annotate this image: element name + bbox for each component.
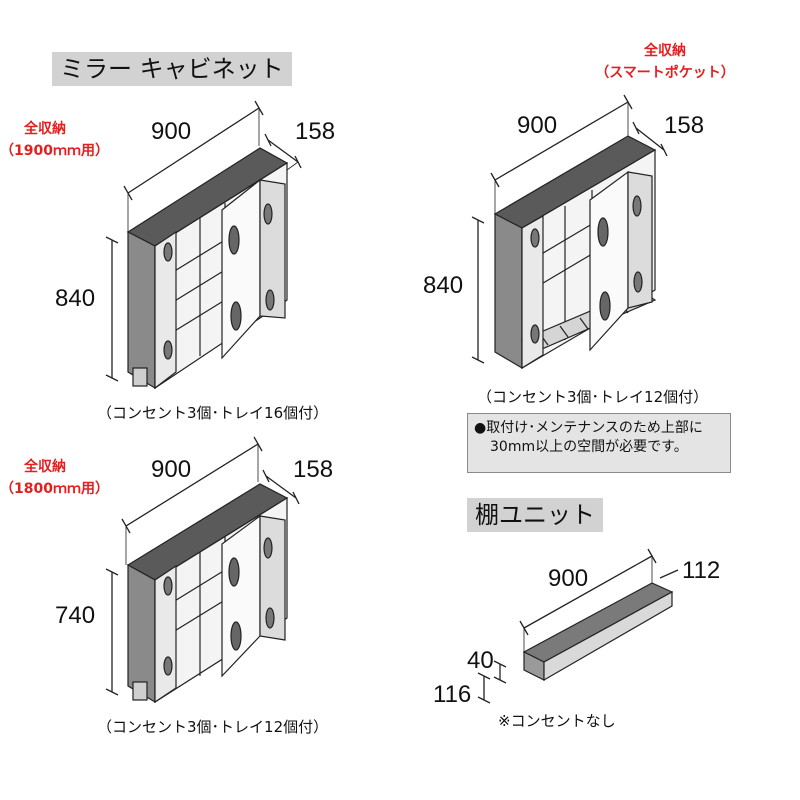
variant2-width: 900 [517,112,558,139]
variant3-label-line1: 全収納 [24,459,66,475]
variant2-label-line1: 全収納 [644,43,686,59]
variant1-caption: （コンセント3個･トレイ16個付） [97,404,329,422]
installation-note: ●取付け･メンテナンスのため上部に 30mm以上の空間が必要です。 [467,413,731,473]
shelf-unit-title: 棚ユニット [467,498,603,532]
variant1-width: 900 [151,118,192,145]
variant2-label: 全収納 （スマートポケット） [565,40,765,84]
shelf-unit-offset: 116 [433,681,472,708]
variant3-depth: 158 [293,456,334,483]
variant3-label-line2: （1800ｍｍ用） [0,481,109,497]
variant1-label-line1: 全収納 [24,121,66,137]
shelf-unit-depth: 112 [682,557,721,584]
variant2-caption: （コンセント3個･トレイ12個付） [477,388,709,406]
variant1-label: 全収納 （1900ｍｍ用） [0,118,109,162]
variant3-height: 740 [55,602,96,629]
shelf-unit-width: 900 [548,565,589,592]
variant2-depth: 158 [664,112,705,139]
variant3-caption: （コンセント3個･トレイ12個付） [97,718,329,736]
mirror-cabinet-title: ミラー キャビネット [52,52,292,86]
variant1-height: 840 [55,285,96,312]
installation-note-line2: 30mm以上の空間が必要です。 [490,439,688,455]
variant1-depth: 158 [295,118,336,145]
variant3-width: 900 [151,456,192,483]
shelf-unit-caption: ※コンセントなし [498,712,616,730]
shelf-unit-height: 40 [467,647,494,674]
variant2-height: 840 [423,272,464,299]
variant2-label-line2: （スマートポケット） [595,65,735,81]
variant1-label-line2: （1900ｍｍ用） [0,143,109,159]
variant3-label: 全収納 （1800ｍｍ用） [0,456,109,500]
installation-note-line1: ●取付け･メンテナンスのため上部に [474,420,703,436]
